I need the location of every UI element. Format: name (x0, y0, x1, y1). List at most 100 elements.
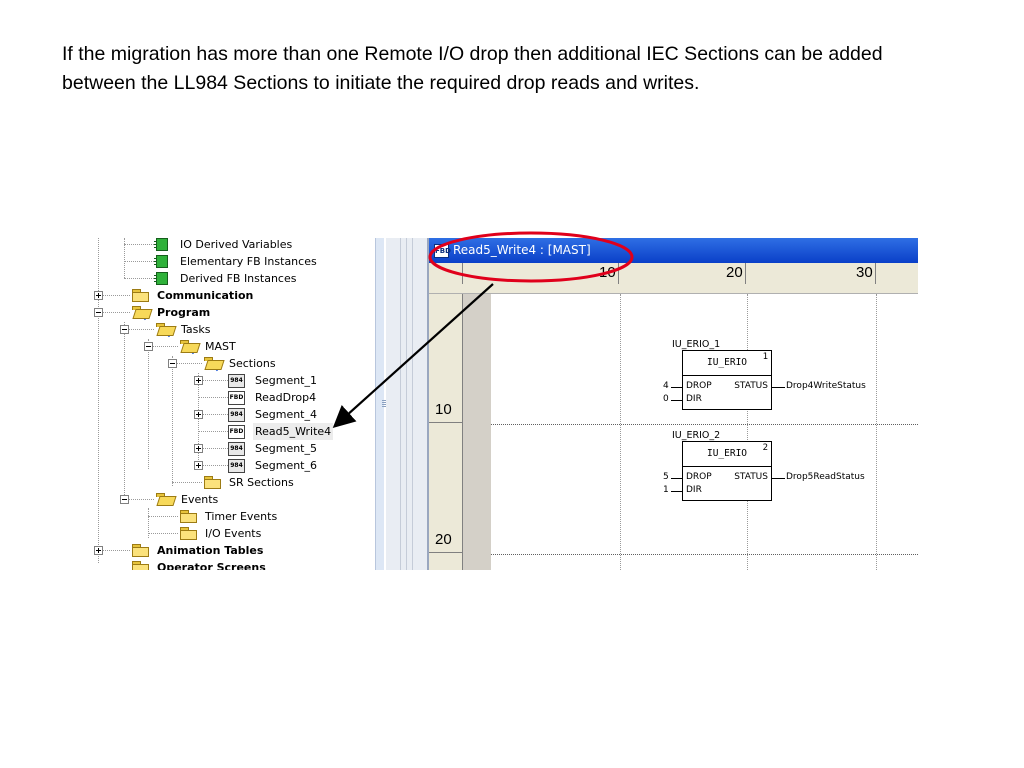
tree-item-label: Sections (229, 357, 276, 370)
folder-icon (132, 561, 149, 570)
tree-item-sections[interactable]: Sections (168, 355, 368, 372)
tree-item-program[interactable]: Program (94, 304, 344, 321)
tree-item-timer-events[interactable]: Timer Events (144, 508, 344, 525)
ruler-separator (429, 284, 918, 294)
tree-item-segment-6[interactable]: 984 Segment_6 (194, 457, 374, 474)
expand-icon[interactable] (194, 376, 203, 385)
column-ruler: 10 20 30 (429, 263, 918, 285)
output-variable[interactable]: Drop5ReadStatus (786, 472, 865, 482)
tree-item-operator-screens[interactable]: Operator Screens (94, 559, 344, 570)
folder-icon (204, 476, 221, 489)
folder-icon (180, 510, 197, 523)
folder-icon (132, 289, 149, 302)
folder-open-icon (156, 493, 173, 505)
expand-icon[interactable] (194, 461, 203, 470)
tree-item-label: Derived FB Instances (180, 272, 297, 285)
tree-item-mast[interactable]: MAST (144, 338, 344, 355)
tree-item-derived-fb-instances[interactable]: Derived FB Instances (154, 270, 297, 287)
expand-icon[interactable] (94, 546, 103, 555)
tree-item-events[interactable]: Events (120, 491, 320, 508)
fb-instance-name: IU_ERIO_1 (672, 339, 721, 350)
tree-item-segment-1[interactable]: 984 Segment_1 (194, 372, 374, 389)
input-value[interactable]: 1 (663, 485, 669, 495)
tree-item-label: Tasks (181, 323, 211, 336)
tree-item-label: Read5_Write4 (253, 423, 334, 440)
output-pin-label: STATUS (734, 472, 768, 482)
input-pin-label: DIR (686, 485, 702, 495)
row-ruler: 10 20 (429, 294, 463, 570)
fb-instance-name: IU_ERIO_2 (672, 430, 721, 441)
folder-icon (180, 527, 197, 540)
tree-item-label: Segment_1 (255, 374, 317, 387)
editor-title: Read5_Write4 : [MAST] (453, 243, 591, 257)
fbd-editor-window: FBD Read5_Write4 : [MAST] 10 20 30 10 20… (427, 238, 918, 570)
tree-item-segment-5[interactable]: 984 Segment_5 (194, 440, 374, 457)
tree-item-label: Events (181, 493, 219, 506)
input-value[interactable]: 5 (663, 472, 669, 482)
folder-icon (132, 544, 149, 557)
column-number: 10 (599, 264, 616, 281)
tree-item-label: Segment_5 (255, 442, 317, 455)
ll984-section-icon: 984 (228, 374, 245, 388)
collapse-icon[interactable] (168, 359, 177, 368)
execution-order: 1 (762, 352, 768, 362)
expand-icon[interactable] (194, 444, 203, 453)
tree-item-label: Segment_6 (255, 459, 317, 472)
tree-item-elementary-fb-instances[interactable]: Elementary FB Instances (154, 253, 317, 270)
tree-item-label: SR Sections (229, 476, 294, 489)
fbd-section-icon: FBD (228, 391, 245, 405)
editor-title-bar[interactable]: FBD Read5_Write4 : [MAST] (429, 238, 918, 263)
expand-icon[interactable] (194, 410, 203, 419)
column-number: 20 (726, 264, 743, 281)
input-value[interactable]: 0 (663, 394, 669, 404)
fbd-section-icon: FBD (228, 425, 245, 439)
tree-item-label: IO Derived Variables (180, 238, 293, 251)
expand-icon[interactable] (94, 291, 103, 300)
ll984-section-icon: 984 (228, 459, 245, 473)
folder-open-icon (180, 340, 199, 355)
tree-item-label: Operator Screens (157, 561, 266, 570)
tree-item-label: I/O Events (205, 527, 262, 540)
collapse-icon[interactable] (94, 308, 103, 317)
collapse-icon[interactable] (120, 495, 129, 504)
function-block-iu-erio-1[interactable]: 1 IU_ERIO DROP DIR STATUS (682, 350, 772, 410)
slide-description: If the migration has more than one Remot… (62, 43, 883, 94)
row-number: 20 (435, 531, 452, 548)
tree-item-tasks[interactable]: Tasks (120, 321, 320, 338)
ll984-section-icon: 984 (228, 408, 245, 422)
tree-item-label: Timer Events (205, 510, 278, 523)
input-pin-label: DROP (686, 381, 712, 391)
tree-item-read5-write4[interactable]: FBD Read5_Write4 (194, 423, 374, 440)
editor-margin (463, 294, 491, 570)
input-pin-label: DROP (686, 472, 712, 482)
folder-open-icon (132, 306, 151, 321)
fb-instance-icon (154, 255, 168, 268)
input-value[interactable]: 4 (663, 381, 669, 391)
output-variable[interactable]: Drop4WriteStatus (786, 381, 866, 391)
collapse-icon[interactable] (144, 342, 153, 351)
project-browser-tree: IO Derived Variables Elementary FB Insta… (88, 238, 375, 570)
tree-item-segment-4[interactable]: 984 Segment_4 (194, 406, 374, 423)
tree-item-io-derived-variables[interactable]: IO Derived Variables (154, 238, 293, 253)
ruler-corner (429, 263, 463, 285)
fb-instance-icon (154, 272, 168, 285)
output-pin-label: STATUS (734, 381, 768, 391)
fbd-canvas[interactable]: IU_ERIO_1 1 IU_ERIO DROP DIR STATUS 4 0 … (491, 294, 918, 570)
ll984-section-icon: 984 (228, 442, 245, 456)
folder-open-icon (156, 323, 175, 338)
mdi-background (386, 238, 427, 570)
function-block-iu-erio-2[interactable]: 2 IU_ERIO DROP DIR STATUS (682, 441, 772, 501)
tree-item-communication[interactable]: Communication (94, 287, 344, 304)
tree-item-label: ReadDrop4 (255, 391, 317, 404)
tree-item-readdrop4[interactable]: FBD ReadDrop4 (194, 389, 374, 406)
fbd-section-icon: FBD (434, 244, 451, 258)
tree-item-animation-tables[interactable]: Animation Tables (94, 542, 344, 559)
collapse-icon[interactable] (120, 325, 129, 334)
tree-item-label: Elementary FB Instances (180, 255, 317, 268)
row-number: 10 (435, 401, 452, 418)
variable-icon (154, 238, 168, 251)
execution-order: 2 (762, 443, 768, 453)
tree-item-io-events[interactable]: I/O Events (144, 525, 344, 542)
folder-open-icon (204, 357, 223, 372)
tree-item-sr-sections[interactable]: SR Sections (168, 474, 368, 491)
